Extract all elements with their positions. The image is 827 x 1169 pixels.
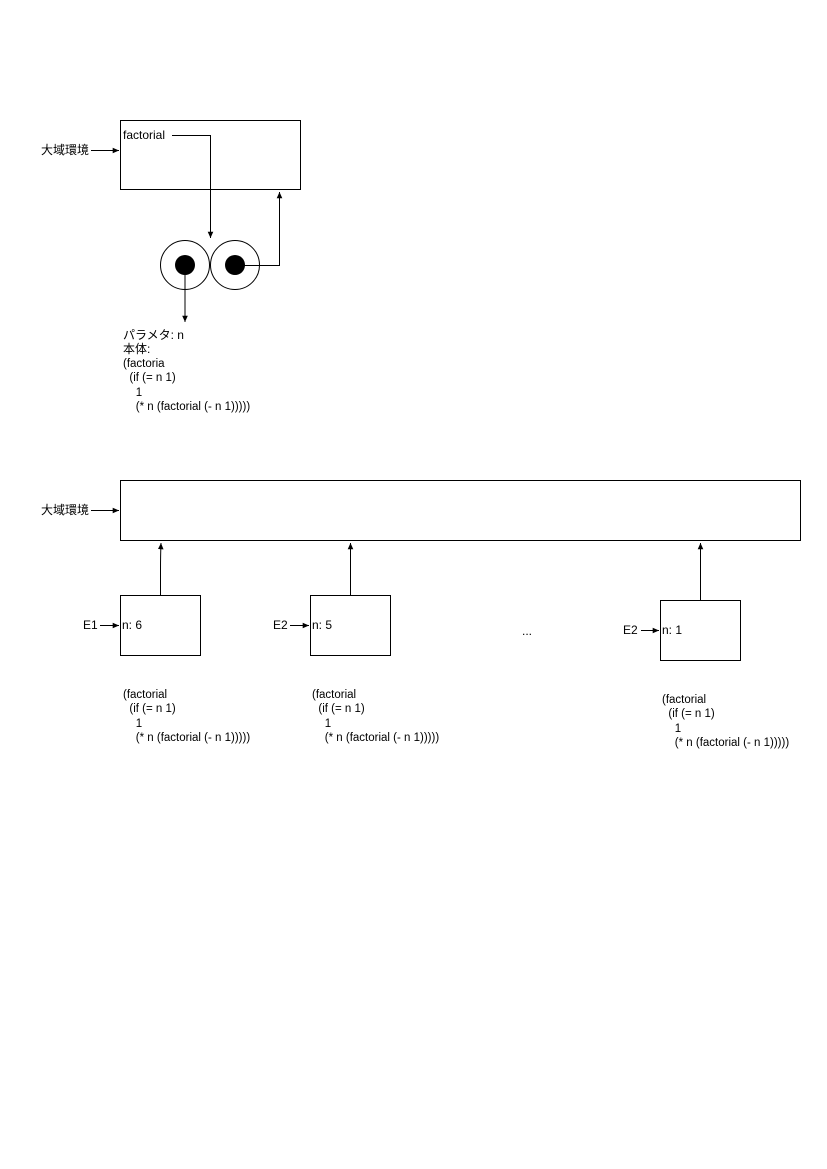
binding-n-1: n: 1	[662, 623, 683, 637]
code-line: (factoria	[123, 358, 165, 370]
env-label-e1: E1	[83, 618, 98, 632]
code-line: 1	[662, 723, 682, 735]
procedure-env-arrow	[235, 192, 283, 266]
code-line: 1	[123, 387, 143, 399]
env-label-e2: E2	[273, 618, 288, 632]
code-line: (factorial	[123, 689, 168, 701]
code-line: (if (= n 1)	[123, 372, 176, 384]
env-label-e2-last: E2	[623, 623, 638, 637]
code-line: (if (= n 1)	[123, 703, 176, 715]
global-env-label-2: 大域環境	[41, 503, 90, 517]
frame-box-e2-last	[660, 600, 741, 661]
factorial-binding-label: factorial	[123, 128, 166, 142]
parameter-label: パラメタ: n	[123, 328, 184, 342]
code-line: (* n (factorial (- n 1)))))	[123, 732, 251, 744]
global-env-label: 大域環境	[41, 143, 90, 157]
global-env-box-2	[120, 480, 801, 541]
frame-box-e2	[310, 595, 391, 656]
code-line: (* n (factorial (- n 1)))))	[312, 732, 440, 744]
factorial-binding-arrow	[172, 135, 214, 238]
code-line: 1	[312, 718, 332, 730]
code-line: (* n (factorial (- n 1)))))	[662, 737, 790, 749]
ellipsis: ...	[522, 624, 533, 638]
code-line: (* n (factorial (- n 1)))))	[123, 401, 251, 413]
binding-n-5: n: 5	[312, 618, 333, 632]
frame-e1-enclosing-arrow	[157, 542, 164, 595]
body-label: 本体:	[123, 342, 151, 356]
code-line: (if (= n 1)	[312, 703, 365, 715]
code-line: 1	[123, 718, 143, 730]
frame-box-e1	[120, 595, 201, 656]
code-line: (if (= n 1)	[662, 708, 715, 720]
code-line: (factorial	[312, 689, 357, 701]
code-line: (factorial	[662, 694, 707, 706]
binding-n-6: n: 6	[122, 618, 143, 632]
